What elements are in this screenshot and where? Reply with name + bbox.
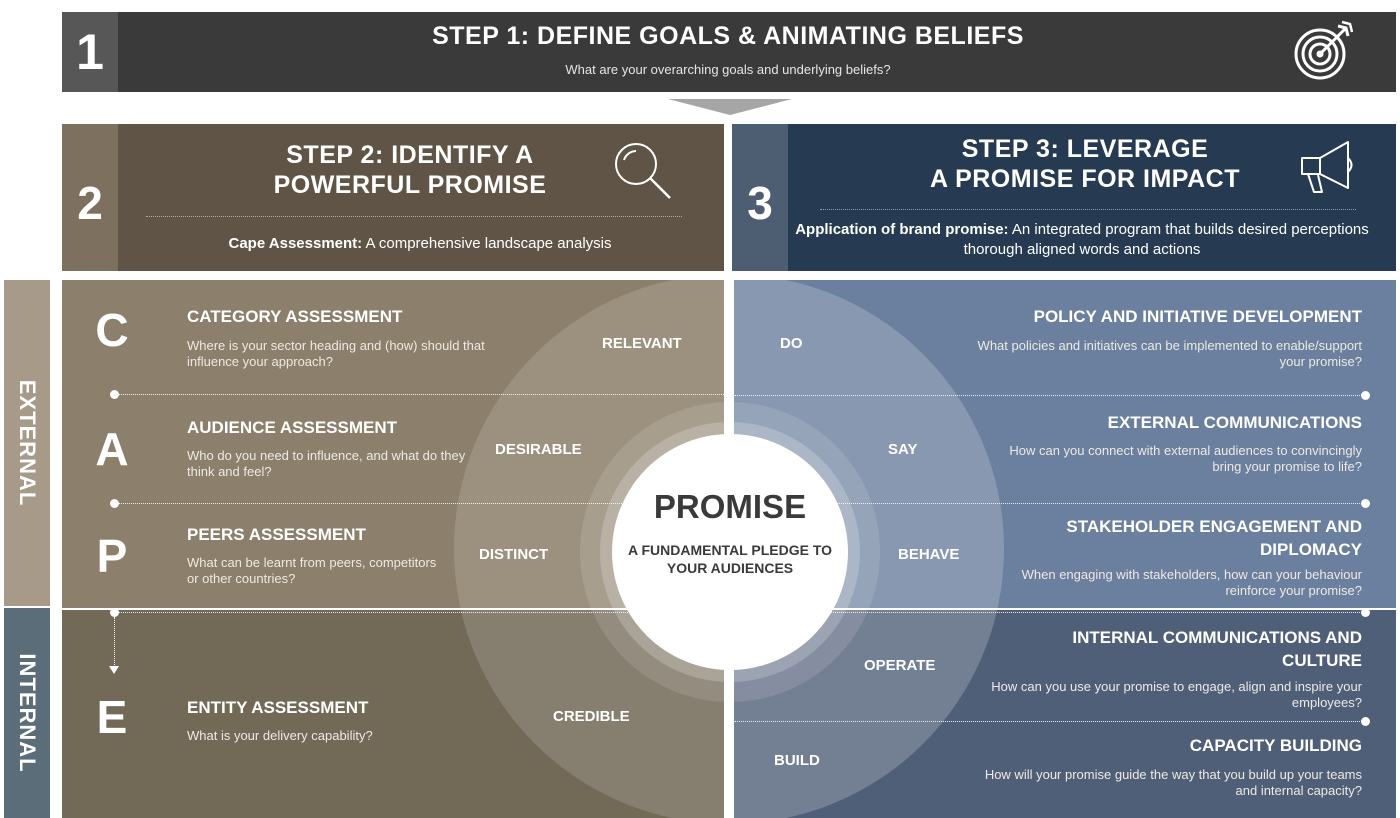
step3-title-line2: A PROMISE FOR IMPACT [930,165,1240,193]
promise-title: PROMISE [653,488,807,525]
peers-assessment-title: PEERS ASSESSMENT [187,525,366,544]
promise-core [612,434,848,670]
divider-do-say [734,395,1366,396]
audience-assessment-title: AUDIENCE ASSESSMENT [187,418,398,437]
divider-p-e [114,612,726,613]
ring-label-do: DO [780,335,803,352]
cape-letter-e: E [96,691,128,743]
divider-c-a [114,394,726,395]
step3-divider [820,209,1356,210]
divider-dot [110,390,119,399]
category-assessment-title: CATEGORY ASSESSMENT [187,307,403,326]
divider-dot [1361,499,1370,508]
cape-letter-a: A [95,423,129,475]
internal-communications-desc: How can you use your promise to engage, … [991,679,1362,710]
step2-title-line1: STEP 2: IDENTIFY A [286,141,534,169]
target-icon [1294,20,1354,80]
policy-development-title: POLICY AND INITIATIVE DEVELOPMENT [1033,307,1362,326]
internal-communications-title: INTERNAL COMMUNICATIONS AND CULTURE [1072,628,1362,670]
divider-a-p [114,503,726,504]
right-outer-ring [734,280,1004,818]
audience-assessment-desc: Who do you need to influence, and what d… [187,448,466,479]
step3-number: 3 [732,124,788,271]
external-communications-title: EXTERNAL COMMUNICATIONS [1107,413,1362,432]
policy-development-desc: What policies and initiatives can be imp… [977,338,1362,369]
step3-description: Application of brand promise: An integra… [792,220,1372,260]
step3-description-bold: Application of brand promise: [795,221,1009,238]
step1-banner [62,12,1396,92]
step2-description-bold: Cape Assessment: [228,235,363,252]
stakeholder-engagement-title: STAKEHOLDER ENGAGEMENT AND DIPLOMACY [1066,517,1362,559]
step1-subtitle: What are your overarching goals and unde… [565,62,891,77]
ring-label-desirable: DESIRABLE [495,441,582,458]
capacity-building-title: CAPACITY BUILDING [1189,736,1362,755]
step3-description-text: An integrated program that builds desire… [963,221,1369,258]
promise-subtitle: A FUNDAMENTAL PLEDGE TO YOUR AUDIENCES [627,542,833,576]
divider-dot [1361,391,1370,400]
step2-title: STEP 2: IDENTIFY A POWERFUL PROMISE [190,140,630,200]
ring-label-operate: OPERATE [864,657,936,674]
flow-arrow [668,99,792,115]
step1-number: 1 [62,12,118,92]
divider-dot [1361,608,1370,617]
magnifier-icon [615,143,671,199]
step1-title: STEP 1: DEFINE GOALS & ANIMATING BELIEFS [432,22,1024,50]
category-assessment-desc: Where is your sector heading and (how) s… [187,338,485,369]
stakeholder-engagement-desc: When engaging with stakeholders, how can… [1021,567,1362,598]
divider-dot [1361,717,1370,726]
step2-title-line2: POWERFUL PROMISE [273,171,547,199]
step2-divider [146,216,682,217]
ring-label-relevant: RELEVANT [602,335,682,352]
capacity-building-desc: How will your promise guide the way that… [984,767,1362,798]
peers-assessment-desc: What can be learnt from peers, competito… [187,555,437,586]
left-outer-ring [454,280,724,818]
actions-internal-panel [734,610,1396,818]
cape-letter-c: C [95,304,129,356]
step3-title-line1: STEP 3: LEVERAGE [961,135,1209,163]
cape-letter-p: P [96,530,128,582]
megaphone-icon [1301,141,1353,193]
divider-operate-build [734,721,1366,722]
entity-assessment-title: ENTITY ASSESSMENT [187,698,369,717]
entity-assessment-desc: What is your delivery capability? [187,728,373,743]
ring-label-build: BUILD [774,752,820,769]
step2-banner [62,124,724,271]
step2-number: 2 [62,124,118,271]
external-communications-desc: How can you connect with external audien… [1009,443,1362,474]
step3-banner [732,124,1396,271]
step3-title: STEP 3: LEVERAGE A PROMISE FOR IMPACT [860,134,1310,194]
connector-line [114,617,115,665]
ring-label-distinct: DISTINCT [479,546,549,563]
divider-say-behave [734,503,1366,504]
divider-dot [110,499,119,508]
ring-label-credible: CREDIBLE [553,708,630,725]
ring-label-say: SAY [888,441,918,458]
external-label: EXTERNAL [15,379,40,507]
internal-side-bar: INTERNAL [4,608,50,818]
internal-label: INTERNAL [15,653,40,773]
divider-behave-operate [734,612,1366,613]
external-side-bar: EXTERNAL [4,280,50,606]
step2-description-text: A comprehensive landscape analysis [362,235,612,252]
cape-internal-panel [62,610,724,818]
connector-arrowhead [109,666,119,674]
step2-description: Cape Assessment: A comprehensive landsca… [120,235,720,252]
divider-dot [110,608,119,617]
ring-label-behave: BEHAVE [898,546,960,563]
